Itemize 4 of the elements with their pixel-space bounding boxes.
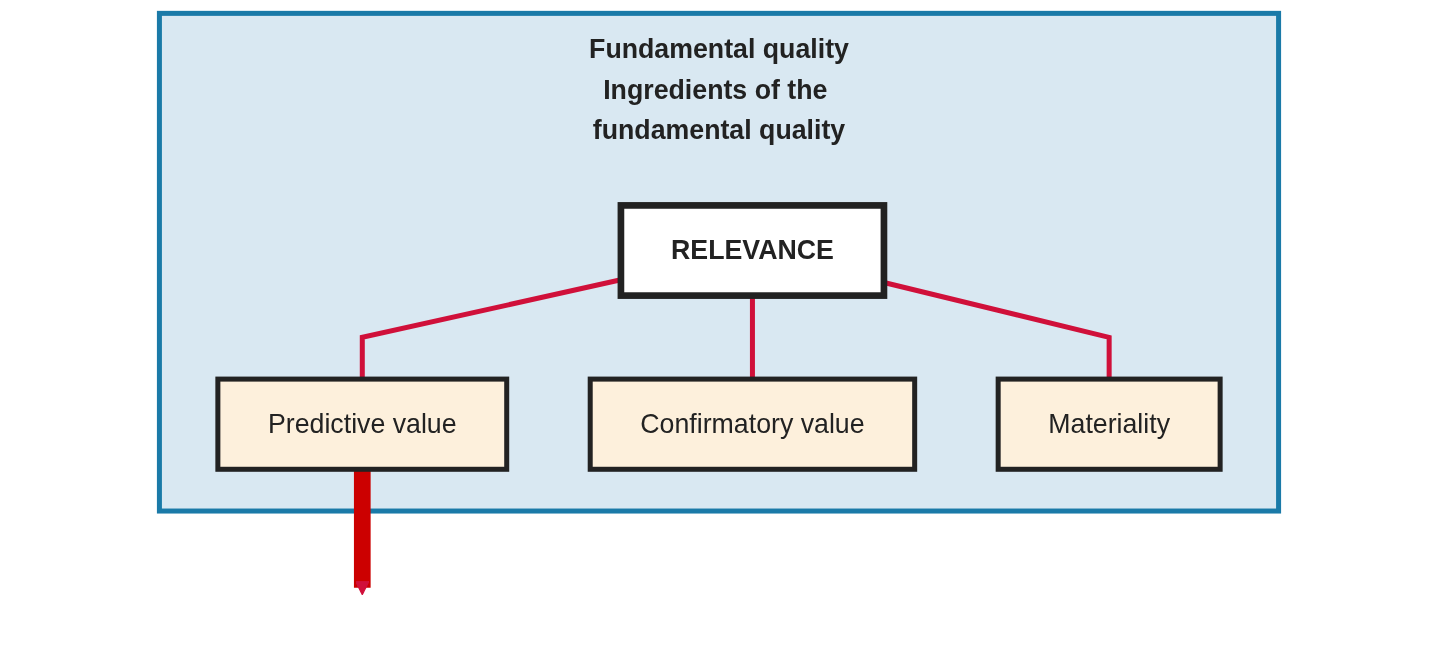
node-box: RELEVANCE bbox=[617, 202, 888, 299]
node-box: Materiality bbox=[995, 376, 1223, 472]
node-box: Confirmatory value bbox=[587, 376, 918, 472]
node-box: Predictive value bbox=[215, 376, 510, 472]
